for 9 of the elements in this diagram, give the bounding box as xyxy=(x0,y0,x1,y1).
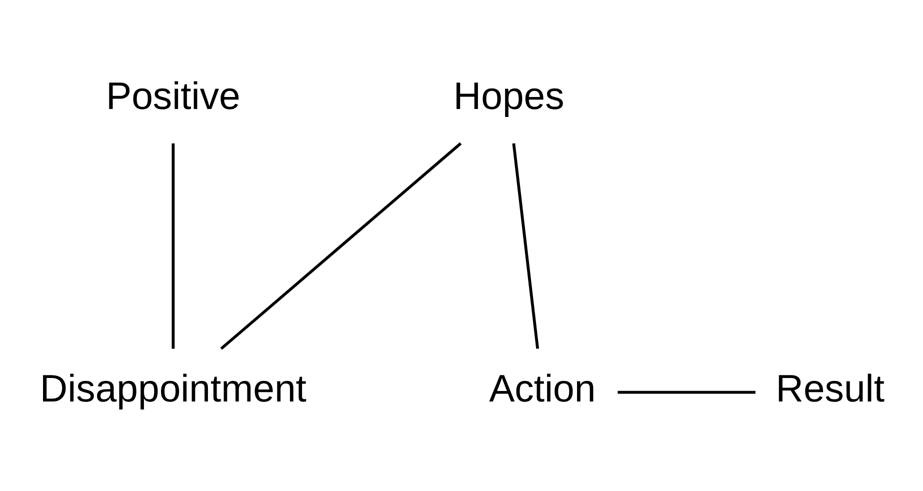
connector xyxy=(618,390,756,394)
connector xyxy=(172,142,175,348)
node-text: Action xyxy=(489,366,596,410)
node-text: Result xyxy=(776,366,884,410)
connector xyxy=(220,142,462,350)
node-text: Disappointment xyxy=(40,366,306,410)
node-text: Hopes xyxy=(453,74,564,118)
node-text: Positive xyxy=(106,74,240,118)
connector xyxy=(512,142,540,348)
